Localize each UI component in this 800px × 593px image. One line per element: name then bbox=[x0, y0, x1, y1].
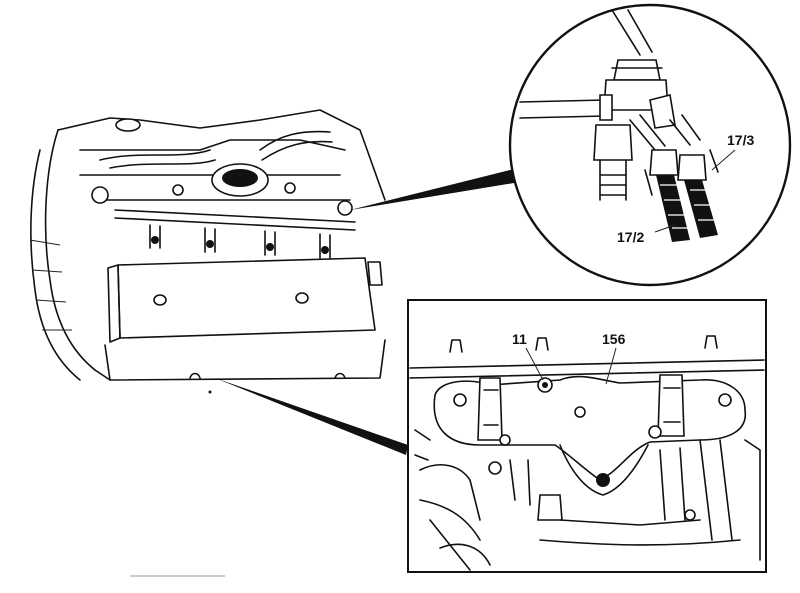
callout-156: 156 bbox=[602, 331, 626, 385]
callout-text-11: 11 bbox=[512, 331, 527, 347]
callout-text-156: 156 bbox=[602, 331, 626, 347]
engine-overview bbox=[29, 109, 386, 394]
callout-text-17-2: 17/2 bbox=[617, 229, 644, 245]
callout-11: 11 bbox=[512, 331, 544, 381]
callout-17-3: 17/3 bbox=[711, 132, 754, 171]
callout-text-17-3: 17/3 bbox=[727, 132, 754, 148]
callout-17-2: 17/2 bbox=[617, 224, 676, 245]
exhaust-manifold-detail bbox=[407, 299, 767, 573]
fuel-pressure-regulator-detail bbox=[508, 3, 792, 287]
leader-to-manifold-detail bbox=[215, 378, 408, 455]
leader-to-fuel-detail bbox=[350, 168, 520, 210]
